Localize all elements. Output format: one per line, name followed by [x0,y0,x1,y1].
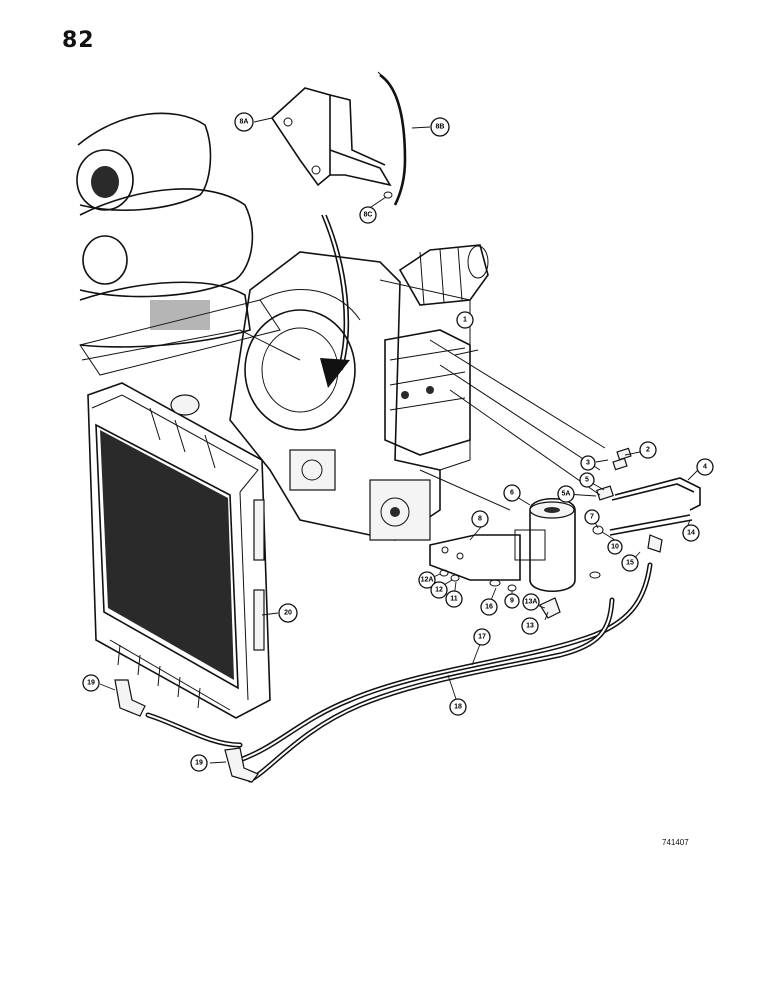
callout-12: 12 [430,581,448,599]
svg-text:6: 6 [510,490,514,497]
svg-text:8C: 8C [364,212,373,219]
leader-lines [99,117,699,764]
callout-4: 4 [696,458,714,476]
svg-text:4: 4 [703,464,707,471]
control-valve [384,329,479,456]
radiator [87,382,271,719]
drawing-code: 741407 [662,838,689,847]
callout-19-lower: 19 [190,754,208,772]
callout-7: 7 [584,509,600,525]
lower-hose [145,712,243,748]
cable-8B [377,71,407,206]
svg-text:12: 12 [435,587,443,594]
bracket-8A [270,87,392,187]
callout-8B: 8B [430,117,450,137]
nut-8C [383,191,393,199]
svg-text:8B: 8B [436,124,445,131]
callout-1: 1 [456,311,474,329]
svg-text:13: 13 [526,623,534,630]
svg-text:16: 16 [485,604,493,611]
engine-air-cleaner [76,112,301,376]
svg-text:2: 2 [646,447,650,454]
hydraulic-pump [398,244,489,306]
callout-14: 14 [682,524,700,542]
fittings [439,525,663,619]
svg-text:1: 1 [463,317,467,324]
svg-text:18: 18 [454,704,462,711]
callout-11: 11 [445,590,463,608]
page-number: 82 [62,28,95,53]
callout-20: 20 [278,603,298,623]
callout-13: 13 [521,617,539,635]
callout-6: 6 [503,484,521,502]
svg-text:5: 5 [585,477,589,484]
callout-8A: 8A [234,112,254,132]
svg-text:8: 8 [478,516,482,523]
callout-18: 18 [449,698,467,716]
callout-8: 8 [471,510,489,528]
bracket-8 [429,534,521,581]
svg-text:20: 20 [284,610,292,617]
callout-9: 9 [504,593,520,609]
callout-10: 10 [607,539,623,555]
callout-3: 3 [580,455,596,471]
callout-17: 17 [473,628,491,646]
svg-text:19: 19 [195,760,203,767]
hose-16 [247,597,615,783]
filter-6 [514,498,576,592]
transmission-housing [229,251,471,541]
svg-text:19: 19 [87,680,95,687]
elbow-19-upper [114,679,146,717]
svg-text:7: 7 [590,514,594,521]
svg-text:11: 11 [450,596,458,603]
callout-12A: 12A [418,571,436,589]
svg-text:12A: 12A [421,577,434,584]
oil-lines [596,447,701,536]
location-arrow [320,214,350,388]
callout-15: 15 [621,554,639,572]
svg-text:8A: 8A [240,119,249,126]
callout-19-upper: 19 [82,674,100,692]
elbow-19-lower [224,747,259,783]
callout-5A: 5A [557,485,575,503]
svg-text:5A: 5A [562,491,571,498]
svg-text:3: 3 [586,460,590,467]
svg-text:9: 9 [510,598,514,605]
svg-text:15: 15 [626,560,634,567]
svg-text:13A: 13A [525,599,538,606]
callout-16: 16 [480,598,498,616]
callout-8C: 8C [359,206,377,224]
callout-2: 2 [639,441,657,459]
svg-text:17: 17 [478,634,486,641]
svg-text:14: 14 [687,530,695,537]
hose-17 [237,562,653,763]
reference-lines [419,339,606,511]
callout-5: 5 [579,472,595,488]
svg-text:10: 10 [611,544,619,551]
callout-13A: 13A [522,593,540,611]
